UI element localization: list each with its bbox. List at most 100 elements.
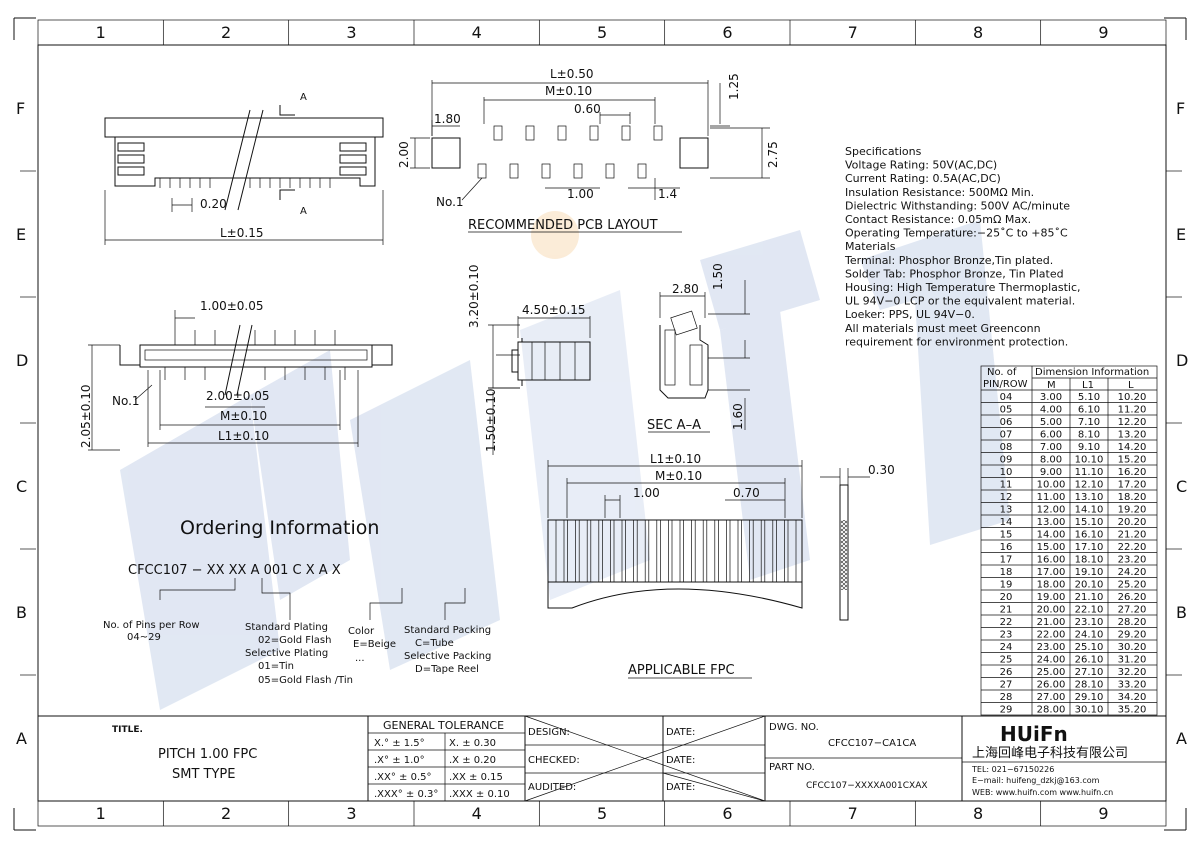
spec-line: Current Rating: 0.5A(AC,DC) xyxy=(845,172,1001,185)
ordering-plating-1: 02=Gold Flash xyxy=(258,635,331,646)
table-cell: 19.20 xyxy=(1118,505,1147,516)
table-cell: 23.20 xyxy=(1118,555,1147,566)
table-cell: 29 xyxy=(1000,705,1013,716)
table-cell: 7.10 xyxy=(1078,417,1100,428)
table-cell: 16 xyxy=(1000,542,1013,553)
dim-side-450: 4.50±0.15 xyxy=(522,303,586,317)
dim-pcb-l: L±0.50 xyxy=(550,67,593,81)
table-cell: 25.00 xyxy=(1037,667,1066,678)
table-cell: 25.20 xyxy=(1118,580,1147,591)
table-cell: 07 xyxy=(1000,430,1013,441)
fpc-finger xyxy=(718,519,727,583)
pcb-pad-bottom xyxy=(605,163,615,179)
ordering-packing-1: C=Tube xyxy=(415,638,454,649)
table-cell: 7.00 xyxy=(1040,442,1062,453)
spec-line: Housing: High Temperature Thermoplastic, xyxy=(845,281,1081,294)
ordering-plating-0: Standard Plating xyxy=(245,622,328,633)
ordering-pins-line2: 04~29 xyxy=(127,632,161,643)
pcb-layout-drawing xyxy=(410,80,770,233)
table-cell: 18 xyxy=(1000,567,1013,578)
table-cell: 11.00 xyxy=(1037,492,1066,503)
column-marker-4: 4 xyxy=(472,804,482,823)
pcb-pin1-label: No.1 xyxy=(436,195,464,209)
dim-pcb-100: 1.00 xyxy=(567,187,594,201)
table-cell: 26.00 xyxy=(1037,680,1066,691)
table-cell: 30.20 xyxy=(1118,642,1147,653)
table-cell: 16.00 xyxy=(1037,555,1066,566)
column-marker-8: 8 xyxy=(973,804,983,823)
table-cell: 05 xyxy=(1000,405,1013,416)
ordering-title: Ordering Information xyxy=(180,517,379,539)
tolerance-angle: .XXX° ± 0.3° xyxy=(374,789,438,800)
ordering-plating-3: 01=Tin xyxy=(258,661,294,672)
table-cell: 16.10 xyxy=(1075,530,1104,541)
spec-line: Solder Tab: Phosphor Bronze, Tin Plated xyxy=(845,267,1064,280)
row-marker-E: E xyxy=(16,225,26,244)
table-cell: 14.10 xyxy=(1075,505,1104,516)
table-header-l: L xyxy=(1128,380,1134,391)
spec-line: Contact Resistance: 0.05mΩ Max. xyxy=(845,213,1031,226)
table-cell: 26.20 xyxy=(1118,592,1147,603)
title-line2: SMT TYPE xyxy=(172,767,235,782)
table-cell: 28.20 xyxy=(1118,617,1147,628)
spec-line: Operating Temperature:−25˚C to +85˚C xyxy=(845,227,1068,240)
table-cell: 25 xyxy=(1000,655,1013,666)
table-cell: 32.20 xyxy=(1118,667,1147,678)
pcb-pad-bottom xyxy=(509,163,519,179)
table-cell: 13.00 xyxy=(1037,517,1066,528)
table-cell: 13.20 xyxy=(1118,430,1147,441)
table-cell: 23.10 xyxy=(1075,617,1104,628)
dim-pcb-180: 1.80 xyxy=(434,112,461,126)
table-cell: 10.00 xyxy=(1037,480,1066,491)
row-marker-F: F xyxy=(1176,99,1185,118)
pcb-pad-bottom xyxy=(573,163,583,179)
dim-fpc-m: M±0.10 xyxy=(655,469,702,483)
table-cell: 17.00 xyxy=(1037,567,1066,578)
table-cell: 23.00 xyxy=(1037,642,1066,653)
dim-top-pitch: 0.20 xyxy=(200,197,227,211)
pcb-pad-top xyxy=(525,125,535,141)
table-cell: 10.10 xyxy=(1075,455,1104,466)
column-marker-6: 6 xyxy=(722,804,732,823)
column-marker-3: 3 xyxy=(346,804,356,823)
dim-pcb-275: 2.75 xyxy=(766,141,780,168)
tolerance-linear: .X ± 0.20 xyxy=(449,755,496,766)
row-marker-B: B xyxy=(1176,603,1187,622)
column-marker-1: 1 xyxy=(96,804,106,823)
tolerance-angle: X.° ± 1.5° xyxy=(374,738,425,749)
dim-side-320: 3.20±0.10 xyxy=(467,265,481,329)
section-mark-a-top: A xyxy=(300,92,307,103)
fpc-title: APPLICABLE FPC xyxy=(628,663,735,678)
table-cell: 17.10 xyxy=(1075,542,1104,553)
company-logo: HUiFn xyxy=(1000,722,1068,746)
table-cell: 28.00 xyxy=(1037,705,1066,716)
table-header-l1: L1 xyxy=(1082,380,1094,391)
top-view-drawing xyxy=(104,105,384,245)
table-cell: 6.00 xyxy=(1040,430,1062,441)
table-cell: 29.20 xyxy=(1118,630,1147,641)
table-cell: 6.10 xyxy=(1078,405,1100,416)
ordering-packing-2: Selective Packing xyxy=(404,651,491,662)
row-marker-C: C xyxy=(1176,477,1187,496)
column-marker-9: 9 xyxy=(1098,23,1108,42)
date-label-1: DATE: xyxy=(666,727,695,738)
tolerance-header: GENERAL TOLERANCE xyxy=(383,719,504,732)
ordering-color-2: ... xyxy=(355,653,365,664)
table-cell: 34.20 xyxy=(1118,692,1147,703)
table-cell: 13 xyxy=(1000,505,1013,516)
table-cell: 26.10 xyxy=(1075,655,1104,666)
fpc-finger xyxy=(671,519,681,583)
dim-front-m: M±0.10 xyxy=(220,409,267,423)
table-cell: 10 xyxy=(1000,467,1013,478)
table-cell: 21.00 xyxy=(1037,617,1066,628)
checked-label: CHECKED: xyxy=(528,755,580,766)
table-cell: 28.10 xyxy=(1075,680,1104,691)
table-cell: 11 xyxy=(1000,480,1013,491)
column-marker-5: 5 xyxy=(597,804,607,823)
row-marker-D: D xyxy=(1176,351,1188,370)
ordering-pins-line1: No. of Pins per Row xyxy=(103,620,200,631)
